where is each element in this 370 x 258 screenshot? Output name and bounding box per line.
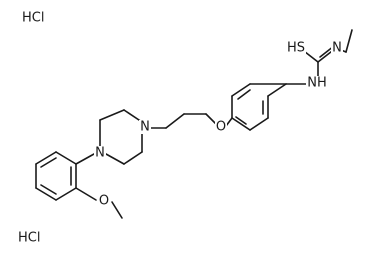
ring-a-3 — [249, 117, 269, 131]
atom-methoxy-o: O — [99, 194, 109, 209]
ring-b-2 — [35, 151, 57, 165]
salt-label-bottom: HCl — [18, 231, 40, 246]
ring-a-1 — [267, 83, 287, 97]
bond-ring-o-methoxy — [75, 187, 97, 201]
bond-o-ch3 — [111, 201, 123, 219]
bg-nh — [306, 76, 328, 90]
atom-piperazine-n-top: N — [140, 120, 150, 135]
ring-a-double-3 — [237, 89, 251, 100]
ring-b-double-2 — [40, 184, 57, 195]
bond-ch2-ch2b — [165, 113, 185, 129]
pip-5 — [123, 151, 143, 165]
pip-4 — [105, 153, 125, 165]
bg-pip-n-top — [139, 120, 151, 134]
bond-ch2-ch3 — [345, 29, 353, 53]
atom-piperazine-n-bottom: N — [95, 146, 105, 161]
ring-b-5 — [55, 187, 77, 201]
pip-2 — [99, 109, 125, 121]
ring-b-1 — [55, 151, 77, 165]
bg-n-imine — [331, 41, 343, 55]
bg-ether-o — [215, 120, 227, 134]
ring-b-double-1 — [40, 157, 57, 168]
bg-s — [286, 41, 306, 55]
atom-sulfur: HS — [287, 41, 305, 56]
ring-a-double-2 — [235, 116, 247, 125]
atom-ether-o: O — [216, 120, 226, 135]
bg-pip-n-bottom — [94, 146, 106, 160]
ring-a-4 — [231, 117, 251, 131]
atom-imine-n: N — [332, 41, 342, 56]
ring-b-4 — [35, 187, 57, 201]
ring-a-6 — [231, 83, 251, 97]
bond-n-ring2 — [75, 153, 95, 165]
salt-label-top: HCl — [22, 11, 44, 26]
atom-amine-nh: NH — [307, 76, 327, 91]
bg-methoxy-o — [98, 194, 110, 208]
